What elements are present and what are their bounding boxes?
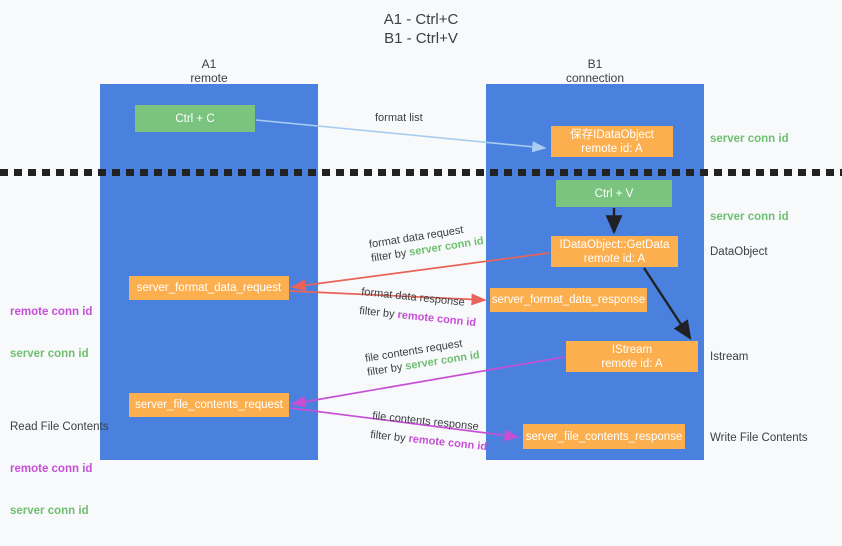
annotation-read-file-contents-group: Read File Contents remote conn id server…	[10, 392, 108, 546]
edge-label-format-list: format list	[375, 112, 423, 124]
node-server-format-data-response[interactable]: server_format_data_response	[490, 288, 647, 312]
lane-a1-header: A1 remote	[190, 57, 228, 85]
edge-label-format-data-request: format data request filter by server con…	[368, 220, 485, 265]
node-server-file-contents-response[interactable]: server_file_contents_response	[523, 424, 685, 449]
lane-b1-header: B1 connection	[565, 57, 625, 85]
annotation-conn-ids-upper: remote conn id server conn id	[10, 277, 92, 389]
edge-label-file-contents-request: file contents request filter by server c…	[364, 334, 481, 379]
annotation-read-file-contents: Read File Contents	[10, 421, 109, 433]
annotation-server-conn-id: server conn id	[10, 348, 89, 360]
node-ctrl-c[interactable]: Ctrl + C	[135, 105, 255, 132]
node-save-idataobject[interactable]: 保存IDataObject remote id: A	[551, 126, 673, 157]
node-server-file-contents-request[interactable]: server_file_contents_request	[129, 393, 289, 417]
annotation-istream: Istream	[710, 351, 749, 363]
diagram-canvas: A1 - Ctrl+C B1 - Ctrl+V A1 remote B1 con…	[0, 11, 842, 517]
edge-label-file-contents-response: file contents response filter by remote …	[370, 409, 490, 454]
annotation-server-conn-id-top: server conn id	[710, 133, 789, 145]
annotation-server-conn-id-mid: server conn id	[710, 211, 789, 223]
annotation-write-file-contents: Write File Contents	[710, 432, 808, 444]
annotation-remote-conn-id: remote conn id	[10, 463, 93, 475]
filter-by-text: filter by	[358, 304, 399, 321]
remote-conn-id-key: remote conn id	[396, 308, 477, 330]
filter-by-text: filter by	[369, 428, 410, 445]
annotation-dataobject: DataObject	[710, 246, 768, 258]
node-server-format-data-request[interactable]: server_format_data_request	[129, 276, 289, 300]
phase-divider	[0, 169, 842, 176]
node-ctrl-v[interactable]: Ctrl + V	[556, 180, 672, 207]
node-idataobject-getdata[interactable]: IDataObject::GetData remote id: A	[551, 236, 678, 267]
annotation-remote-conn-id: remote conn id	[10, 306, 93, 318]
node-istream[interactable]: IStream remote id: A	[566, 341, 698, 372]
annotation-server-conn-id: server conn id	[10, 505, 89, 517]
remote-conn-id-key: remote conn id	[407, 432, 488, 454]
page-title: A1 - Ctrl+C B1 - Ctrl+V	[383, 11, 459, 47]
edge-label-format-data-response: format data response filter by remote co…	[359, 285, 479, 330]
